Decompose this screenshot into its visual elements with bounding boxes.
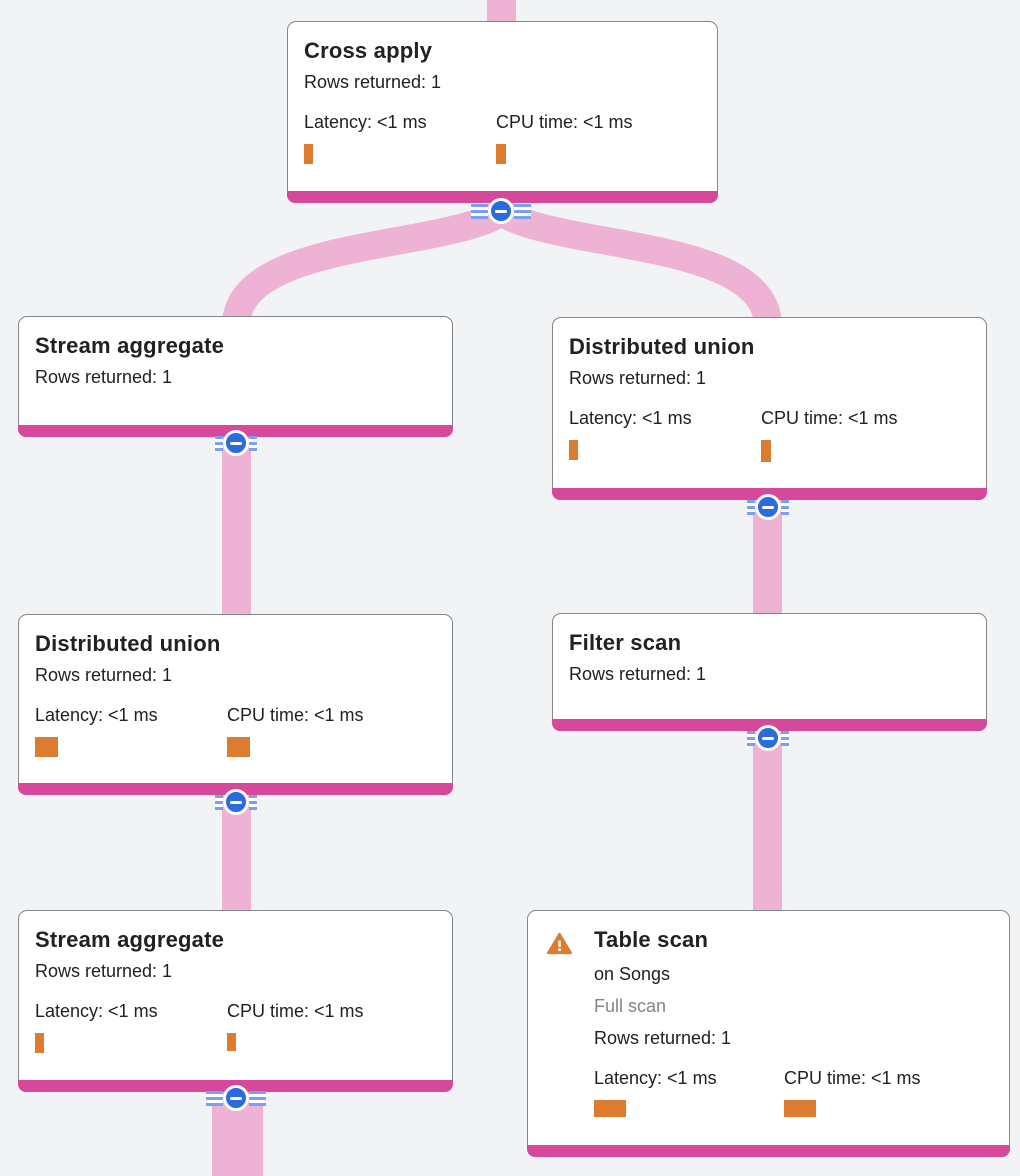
node-distributed-union-right[interactable]: Distributed union Rows returned: 1 Laten… xyxy=(552,317,987,500)
collapse-rail-left xyxy=(747,730,755,746)
node-title: Stream aggregate xyxy=(35,927,225,952)
node-footer-bar xyxy=(287,191,718,203)
rows-returned: Rows returned: 1 xyxy=(35,961,173,981)
collapse-rail-right xyxy=(249,794,257,810)
collapse-rail-left xyxy=(471,203,488,219)
collapse-rail-right xyxy=(781,499,789,515)
latency-bar xyxy=(304,144,313,164)
cpu-time-label: CPU time: <1 ms xyxy=(227,705,364,725)
rows-returned: Rows returned: 1 xyxy=(35,665,173,685)
collapse-rail-right xyxy=(781,730,789,746)
rows-returned: Rows returned: 1 xyxy=(304,72,442,92)
node-title: Table scan xyxy=(594,927,709,952)
node-stream-aggregate-top[interactable]: Stream aggregate Rows returned: 1 xyxy=(18,316,453,437)
latency-label: Latency: <1 ms xyxy=(569,408,692,428)
collapse-button-filter-scan[interactable] xyxy=(747,725,789,751)
rows-returned: Rows returned: 1 xyxy=(594,1028,732,1048)
latency-bar xyxy=(35,1033,44,1053)
latency-label: Latency: <1 ms xyxy=(35,1001,158,1021)
node-distributed-union-left[interactable]: Distributed union Rows returned: 1 Laten… xyxy=(18,614,453,795)
rows-returned: Rows returned: 1 xyxy=(569,664,707,684)
cpu-time-bar xyxy=(227,737,250,757)
minus-icon xyxy=(223,1085,249,1111)
collapse-rail-left xyxy=(206,1090,223,1106)
cpu-time-bar xyxy=(227,1033,236,1051)
latency-bar xyxy=(594,1100,626,1117)
node-title: Filter scan xyxy=(569,630,682,655)
cpu-time-bar xyxy=(784,1100,816,1117)
collapse-rail-left xyxy=(215,794,223,810)
collapse-button-stream-aggregate-bottom[interactable] xyxy=(206,1085,266,1111)
minus-icon xyxy=(488,198,514,224)
cpu-time-label: CPU time: <1 ms xyxy=(784,1068,921,1088)
latency-label: Latency: <1 ms xyxy=(35,705,158,725)
latency-label: Latency: <1 ms xyxy=(594,1068,717,1088)
minus-icon xyxy=(223,430,249,456)
collapse-rail-right xyxy=(249,435,257,451)
node-title: Stream aggregate xyxy=(35,333,225,358)
rows-returned: Rows returned: 1 xyxy=(569,368,707,388)
node-stream-aggregate-bottom[interactable]: Stream aggregate Rows returned: 1 Latenc… xyxy=(18,910,453,1092)
collapse-button-cross-apply[interactable] xyxy=(471,198,531,224)
collapse-button-stream-aggregate-top[interactable] xyxy=(215,430,257,456)
link-cross-apply-to-distributed-union-right xyxy=(479,192,782,328)
collapse-rail-left xyxy=(215,435,223,451)
latency-bar xyxy=(569,440,578,460)
collapse-button-distributed-union-left[interactable] xyxy=(215,789,257,815)
cpu-time-label: CPU time: <1 ms xyxy=(761,408,898,428)
node-cross-apply[interactable]: Cross apply Rows returned: 1 Latency: <1… xyxy=(287,21,718,203)
scan-target: on Songs xyxy=(594,964,671,984)
node-title: Cross apply xyxy=(304,38,433,63)
node-table-scan[interactable]: Table scan on Songs Full scan Rows retur… xyxy=(527,910,1010,1157)
collapse-rail-right xyxy=(249,1090,266,1106)
warning-triangle-icon xyxy=(547,932,572,960)
collapse-rail-right xyxy=(514,203,531,219)
minus-icon xyxy=(755,494,781,520)
minus-icon xyxy=(755,725,781,751)
node-title: Distributed union xyxy=(35,631,221,656)
latency-label: Latency: <1 ms xyxy=(304,112,427,132)
minus-icon xyxy=(223,789,249,815)
link-filter-scan-to-table-scan xyxy=(753,724,782,918)
cpu-time-bar xyxy=(761,440,771,462)
rows-returned: Rows returned: 1 xyxy=(35,367,173,387)
node-footer-bar xyxy=(527,1145,1010,1157)
cpu-time-label: CPU time: <1 ms xyxy=(227,1001,364,1021)
node-title: Distributed union xyxy=(569,334,755,359)
latency-bar xyxy=(35,737,58,757)
collapse-rail-left xyxy=(747,499,755,515)
collapse-button-distributed-union-right[interactable] xyxy=(747,494,789,520)
scan-type: Full scan xyxy=(594,996,667,1016)
link-stream-aggregate-top-to-distributed-union-left xyxy=(222,430,251,622)
node-filter-scan[interactable]: Filter scan Rows returned: 1 xyxy=(552,613,987,731)
cpu-time-bar xyxy=(496,144,506,164)
cpu-time-label: CPU time: <1 ms xyxy=(496,112,633,132)
